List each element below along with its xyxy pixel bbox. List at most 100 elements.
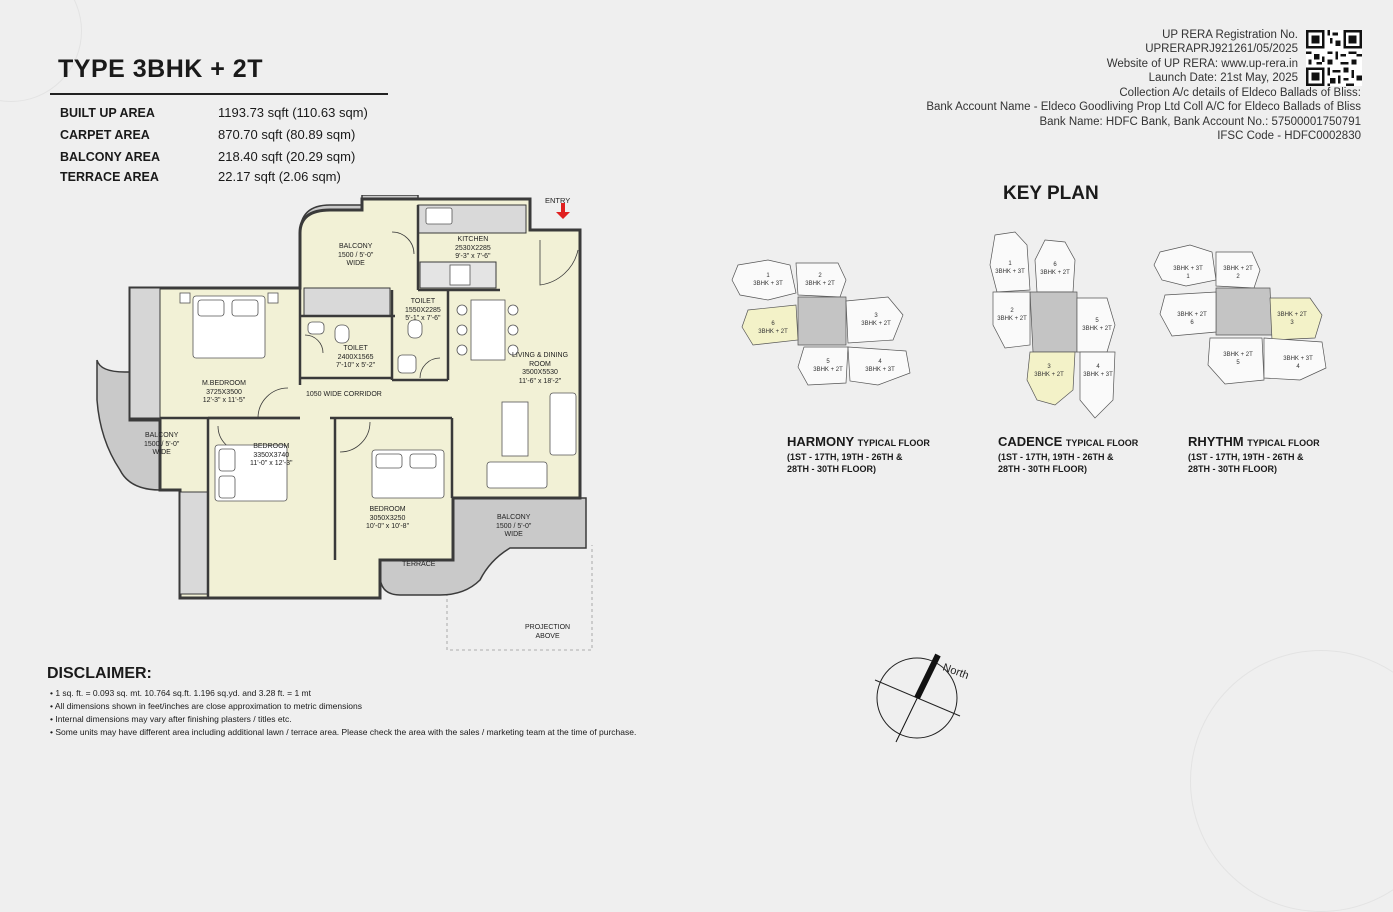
unit-type: 3BHK + 2T [1082,326,1112,332]
unit-number: 2 [818,273,822,279]
unit-type: 3BHK + 3T [1083,372,1113,378]
unit-number: 6 [1053,262,1057,268]
entry-arrow-icon [556,203,570,219]
unit-type: 3BHK + 2T [813,367,843,373]
bank-details: Collection A/c details of Eldeco Ballads… [926,86,1361,144]
qr-code-icon [1306,30,1362,86]
area-label: BUILT UP AREA [60,106,155,120]
unit-type: 3BHK + 2T [1177,312,1207,318]
balcony-right-label: BALCONY 1500 / 5'-0" WIDE [496,514,532,538]
toilet-1-label: TOILET 1550X2285 5'-1" x 7'-6" [405,298,441,322]
unit-number: 6 [771,321,775,327]
unit-type: 3BHK + 3T [865,367,895,373]
unit-type: 3BHK + 2T [861,321,891,327]
harmony-key-plan: 1 3BHK + 3T 2 3BHK + 2T 3 3BHK + 2T 4 3B… [731,259,911,386]
unit-number: 5 [826,359,830,365]
tower-label-rhythm: RHYTHM TYPICAL FLOOR [1188,434,1320,449]
unit-type: 3BHK + 3T [1173,266,1203,272]
area-value: 1193.73 sqft (110.63 sqm) [218,105,368,120]
floor-plan [96,195,593,651]
living-dining-label: LIVING & DINING ROOM 3500X5530 11'-6" x … [512,352,569,385]
tower-name: CADENCE [998,434,1063,449]
area-label: TERRACE AREA [60,170,159,184]
unit-type: 3BHK + 3T [1283,356,1313,362]
reg-line: Website of UP RERA: www.up-rera.in [1106,57,1298,70]
area-value: 870.70 sqft (80.89 sqm) [218,127,356,142]
toilet-2-label: TOILET 2400X1565 7'-10" x 5'-2" [336,345,376,369]
disclaimer-item: • 1 sq. ft. = 0.093 sq. mt. 10.764 sq.ft… [50,688,311,698]
tower-name: RHYTHM [1188,434,1244,449]
tower-floors: (1ST - 17TH, 19TH - 26TH & 28TH - 30TH F… [1188,452,1304,474]
disclaimer-item: • Some units may have different area inc… [50,727,637,737]
master-bedroom-label: M.BEDROOM 3725X3500 12'-3" x 11'-5" [202,380,246,404]
unit-type: 3BHK + 2T [758,329,788,335]
tower-sub: TYPICAL FLOOR [1247,438,1320,448]
tower-floors: (1ST - 17TH, 19TH - 26TH & 28TH - 30TH F… [787,452,903,474]
decorative-ring [0,0,82,102]
unit-type: 3BHK + 2T [805,281,835,287]
unit-number: 1 [1008,261,1012,267]
unit-type: 3BHK + 2T [1034,372,1064,378]
entry-label: ENTRY [545,196,571,205]
projection-outline [446,545,593,651]
tower-label-harmony: HARMONY TYPICAL FLOOR [787,434,930,449]
title-divider [50,93,388,95]
tower-name: HARMONY [787,434,854,449]
bedroom-2-label: BEDROOM 3050X3250 10'-0" x 10'-8" [366,506,410,530]
reg-line: IFSC Code - HDFC0002830 [1217,130,1361,143]
unit-number: 3 [874,313,878,319]
tower-floors: (1ST - 17TH, 19TH - 26TH & 28TH - 30TH F… [998,452,1114,474]
unit-number: 5 [1236,360,1240,366]
disclaimer-item: • All dimensions shown in feet/inches ar… [50,701,362,711]
decorative-ring [1190,650,1393,912]
north-label: North [941,662,970,682]
north-compass-icon: North [874,653,970,743]
unit-number: 4 [878,359,882,365]
key-plan-title: KEY PLAN [1003,183,1099,204]
unit-number: 4 [1096,364,1100,370]
unit-type: 3BHK + 2T [1277,312,1307,318]
unit-number: 5 [1095,318,1099,324]
reg-line: UP RERA Registration No. [1162,29,1298,41]
area-value: 218.40 sqft (20.29 sqm) [218,149,356,164]
reg-line: Bank Name: HDFC Bank, Bank Account No.: … [1039,115,1361,128]
balcony-top-label: BALCONY 1500 / 5'-0" WIDE [338,243,374,267]
reg-line: Bank Account Name - Eldeco Goodliving Pr… [926,101,1361,114]
unit-number: 4 [1296,364,1300,370]
unit-number: 6 [1190,320,1194,326]
corridor-label: 1050 WIDE CORRIDOR [306,391,382,398]
reg-line: Launch Date: 21st May, 2025 [1148,72,1298,85]
bedroom-1-label: BEDROOM 3350X3740 11'-0" x 12'-3" [250,443,293,467]
rera-registration-info: UP RERA Registration No. UPRERAPRJ921261… [1107,28,1298,86]
unit-type: 3BHK + 2T [1223,266,1253,272]
rhythm-key-plan: 3BHK + 3T 1 3BHK + 2T 2 3BHK + 2T 3 3BHK… [1153,244,1327,385]
unit-number: 2 [1010,308,1014,314]
area-label: CARPET AREA [60,128,150,142]
projection-label: PROJECTION ABOVE [525,624,571,640]
tower-label-cadence: CADENCE TYPICAL FLOOR [998,434,1138,449]
disclaimer-item: • Internal dimensions may vary after fin… [50,714,292,724]
reg-line: UPRERAPRJ921261/05/2025 [1145,43,1298,56]
unit-type: 3BHK + 2T [1223,352,1253,358]
area-value: 22.17 sqft (2.06 sqm) [218,169,341,184]
unit-number: 1 [1186,274,1190,280]
unit-number: 2 [1236,274,1240,280]
tower-sub: TYPICAL FLOOR [1065,438,1139,448]
page-title: TYPE 3BHK + 2T [58,55,263,83]
cadence-key-plan: 1 3BHK + 3T 2 3BHK + 2T 3 3BHK + 2T 4 3B… [989,231,1116,419]
tower-sub: TYPICAL FLOOR [857,438,930,448]
unit-number: 3 [1290,320,1294,326]
disclaimer-title: DISCLAIMER: [47,665,152,682]
terrace-label: TERRACE [402,561,436,568]
kitchen-label: KITCHEN 2530X2285 9'-3" x 7'-6" [455,236,491,260]
unit-type: 3BHK + 2T [1040,270,1070,276]
unit-type: 3BHK + 2T [997,316,1027,322]
unit-number: 1 [766,273,770,279]
area-label: BALCONY AREA [60,150,161,164]
reg-line: Collection A/c details of Eldeco Ballads… [1119,87,1361,99]
unit-type: 3BHK + 3T [753,281,783,287]
balcony-right [379,497,587,596]
unit-type: 3BHK + 3T [995,269,1025,275]
balcony-left-label: BALCONY 1500 / 5'-0" WIDE [144,432,180,456]
unit-number: 3 [1047,364,1051,370]
